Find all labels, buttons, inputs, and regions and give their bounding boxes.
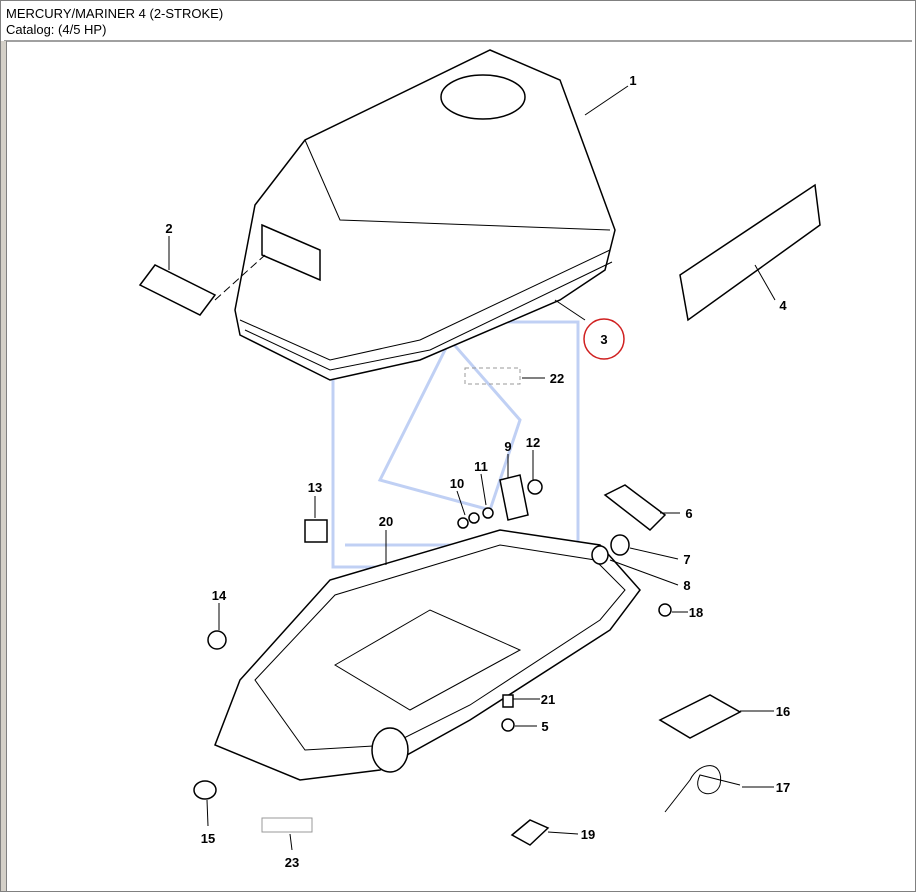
callout-7[interactable]: 7 xyxy=(683,552,690,567)
clip-18 xyxy=(658,603,672,617)
callout-5[interactable]: 5 xyxy=(541,719,548,734)
callout-20[interactable]: 20 xyxy=(379,514,393,529)
callout-13[interactable]: 13 xyxy=(308,480,322,495)
catalog-label: Catalog: (4/5 HP) xyxy=(6,22,107,37)
model-title: MERCURY/MARINER 4 (2-STROKE) xyxy=(6,6,224,21)
grommet-13 xyxy=(304,519,328,543)
decal xyxy=(679,183,821,322)
plug-15 xyxy=(193,780,217,800)
callout-16[interactable]: 16 xyxy=(776,704,790,719)
callout-3[interactable]: 3 xyxy=(600,332,607,347)
callout-14[interactable]: 14 xyxy=(212,588,227,603)
callout-4[interactable]: 4 xyxy=(779,298,787,313)
callout-11[interactable]: 11 xyxy=(474,459,488,474)
callout-21[interactable]: 21 xyxy=(541,692,555,707)
catalog-header: MERCURY/MARINER 4 (2-STROKE) Catalog: (4… xyxy=(4,4,912,42)
callout-15[interactable]: 15 xyxy=(201,831,215,846)
decal-22 xyxy=(464,367,521,385)
bushing-8 xyxy=(591,545,609,565)
callout-6[interactable]: 6 xyxy=(685,506,692,521)
cap-19 xyxy=(510,819,550,846)
plug-14 xyxy=(207,630,227,650)
left-border xyxy=(1,41,7,891)
callout-12[interactable]: 12 xyxy=(526,435,540,450)
callout-22[interactable]: 22 xyxy=(550,371,564,386)
callout-9[interactable]: 9 xyxy=(504,439,511,454)
callout-1[interactable]: 1 xyxy=(629,73,636,88)
callout-8[interactable]: 8 xyxy=(683,578,690,593)
callout-18[interactable]: 18 xyxy=(689,605,703,620)
callout-19[interactable]: 19 xyxy=(581,827,595,842)
parts-diagram: 1 2 3 4 5 6 7 8 9 10 11 12 13 14 15 16 1… xyxy=(138,49,821,870)
pad-16 xyxy=(658,694,742,739)
callout-23[interactable]: 23 xyxy=(285,855,299,870)
spring-17 xyxy=(664,765,741,813)
top-cowl xyxy=(234,49,616,381)
intake-grommet xyxy=(138,264,217,316)
callout-17[interactable]: 17 xyxy=(776,780,790,795)
bottom-cowl xyxy=(214,529,641,781)
bracket-9 xyxy=(499,474,529,521)
callout-10[interactable]: 10 xyxy=(450,476,464,491)
bushing xyxy=(610,534,630,556)
callout-2[interactable]: 2 xyxy=(165,221,172,236)
highlight-circle xyxy=(583,318,625,360)
decal-23 xyxy=(261,817,313,833)
latch-lever xyxy=(603,484,667,531)
